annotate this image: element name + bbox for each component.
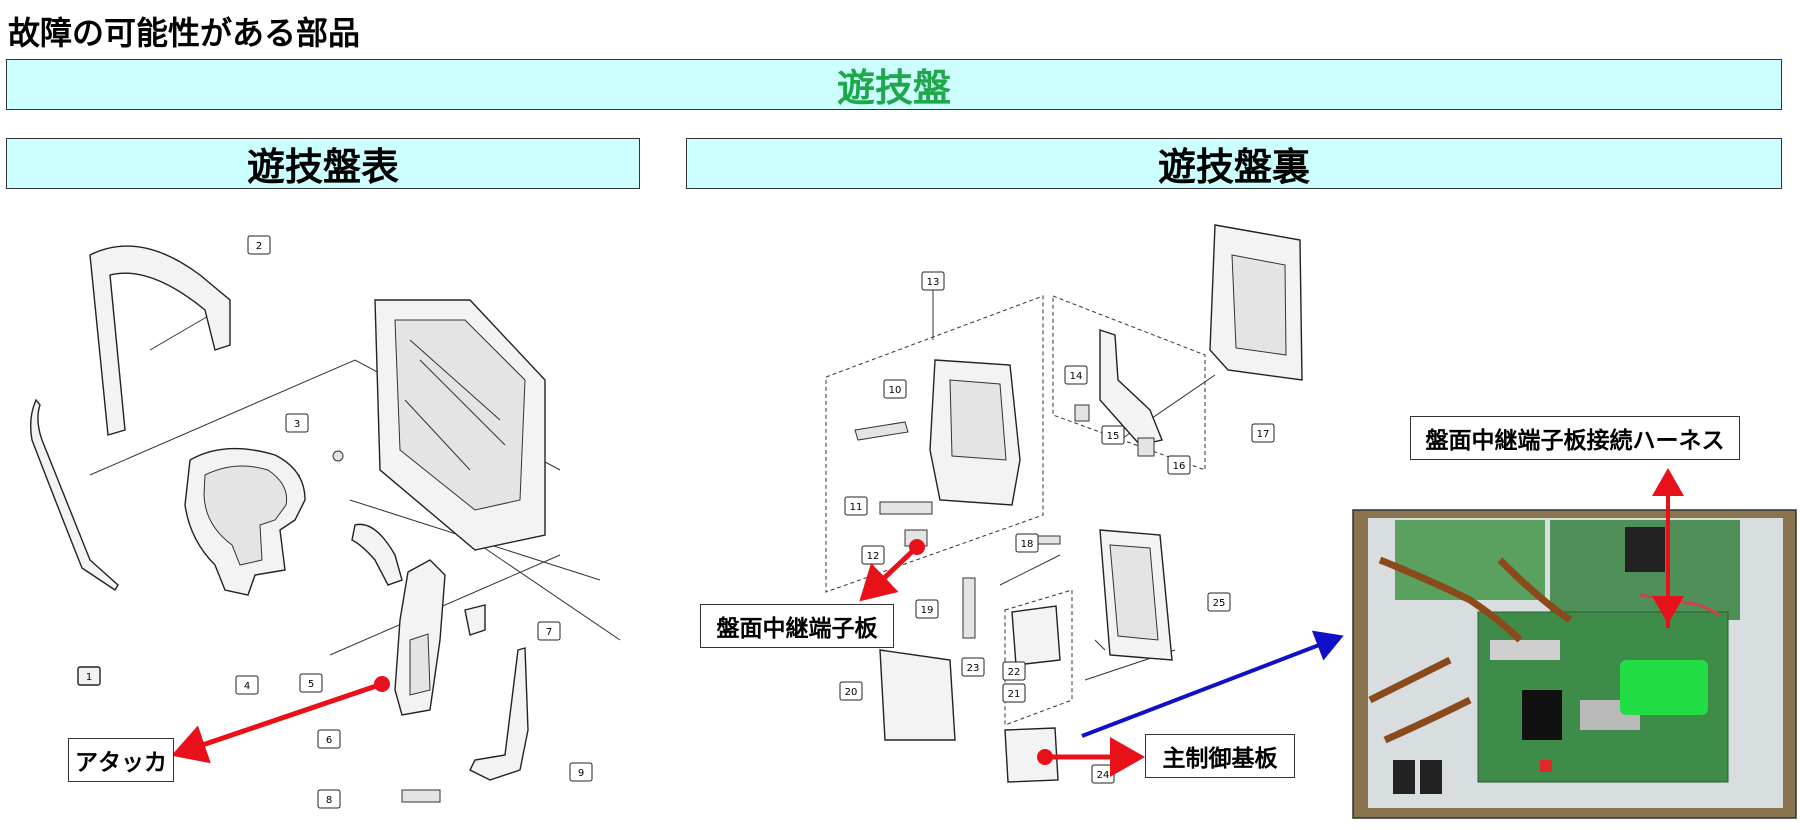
main-board-link-arrow <box>1081 630 1344 738</box>
main-board-callout: 主制御基板 <box>1145 734 1295 778</box>
part-number-11: 11 <box>850 502 863 513</box>
part-number-20: 20 <box>845 687 858 698</box>
attacker-marker <box>374 676 390 692</box>
panel-back-heading: 遊技盤裏 <box>686 138 1782 189</box>
part-number-23: 23 <box>967 663 980 674</box>
main-control-board-photo <box>1352 509 1797 819</box>
part-number-3: 3 <box>294 419 300 430</box>
part-number-9: 9 <box>578 768 584 779</box>
part-number-2: 2 <box>256 241 262 252</box>
front-parts-group <box>29 245 621 803</box>
part-number-21: 21 <box>1008 689 1021 700</box>
relay-board-callout: 盤面中継端子板 <box>700 604 894 648</box>
part-number-22: 22 <box>1008 667 1021 678</box>
part-number-12: 12 <box>867 551 880 562</box>
part-number-14: 14 <box>1070 371 1083 382</box>
attacker-arrow <box>171 681 383 764</box>
part-number-19: 19 <box>921 605 934 616</box>
page-title: 故障の可能性がある部品 <box>8 14 361 52</box>
part-number-5: 5 <box>308 679 314 690</box>
panel-front-heading: 遊技盤表 <box>6 138 640 189</box>
harness-callout: 盤面中継端子板接続ハーネス <box>1410 416 1740 460</box>
part-number-10: 10 <box>889 385 902 396</box>
attacker-callout: アタッカ <box>68 738 174 782</box>
back-number-tags: 10 11 12 13 14 15 16 17 18 19 20 21 22 2… <box>839 271 1275 784</box>
relay-board-arrow <box>859 545 919 602</box>
highlight-arrows <box>171 468 1684 777</box>
part-number-6: 6 <box>326 735 332 746</box>
part-number-1: 1 <box>86 672 92 683</box>
section-banner: 遊技盤 <box>6 59 1782 110</box>
front-number-tags: 1 2 3 4 5 6 7 8 9 <box>77 235 593 809</box>
part-number-15: 15 <box>1107 431 1120 442</box>
part-number-24: 24 <box>1097 770 1110 781</box>
part-number-18: 18 <box>1021 539 1034 550</box>
part-number-7: 7 <box>546 627 552 638</box>
back-parts-group <box>825 224 1303 783</box>
part-number-4: 4 <box>244 681 250 692</box>
part-number-8: 8 <box>326 795 332 806</box>
part-number-16: 16 <box>1173 461 1186 472</box>
part-number-25: 25 <box>1213 598 1226 609</box>
main-board-marker <box>1037 749 1053 765</box>
part-number-13: 13 <box>927 277 940 288</box>
part-number-17: 17 <box>1257 429 1270 440</box>
relay-board-marker <box>909 539 925 555</box>
